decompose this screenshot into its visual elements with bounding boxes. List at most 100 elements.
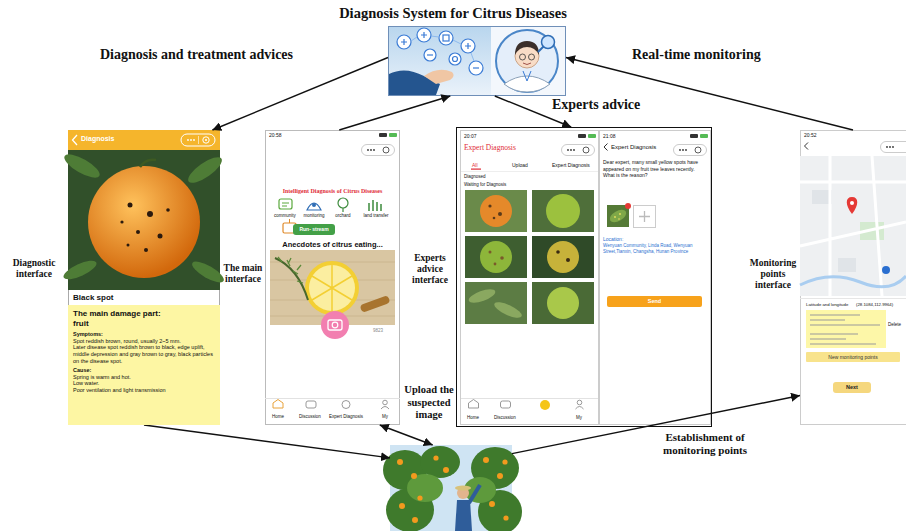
text-slot: Monitoring points interface (748, 258, 798, 291)
main-screenshot (321, 311, 349, 339)
system-illustration (389, 27, 491, 95)
connector-arrow (566, 58, 853, 131)
text-slot: 20:07 (464, 133, 477, 139)
expert-screenshot (488, 204, 491, 207)
diagnosis-screenshot (205, 139, 207, 141)
text-slot: community (270, 213, 300, 218)
main-screenshot (266, 131, 400, 425)
screen-text: Cause: (73, 367, 215, 374)
orchard-photo (383, 445, 522, 531)
text-slot: Black spot (73, 293, 113, 303)
text-slot: Discussion (295, 414, 325, 419)
question-screenshot (639, 211, 650, 222)
section-label: Diagnosed (464, 174, 486, 179)
text-slot: Next (833, 382, 871, 393)
expert-screenshot (465, 236, 527, 278)
status-time: 20:52 (804, 132, 817, 138)
label-slot: Diagnosis and treatment advices (100, 47, 293, 64)
orchard-photo (397, 455, 509, 523)
text-slot: Spot reddish brown, round, usually 2~5 m… (73, 338, 215, 345)
system-illustration (424, 49, 436, 61)
phone-screen: Diagnostic interfaceBlack spotDiagnosisT… (68, 130, 220, 425)
text-slot: Upload (512, 162, 528, 168)
expert-screenshot (480, 195, 512, 227)
title-bar: Diagnosis (68, 130, 220, 150)
orchard-photo (497, 473, 503, 479)
diagnosis-screenshot (158, 234, 163, 239)
screen-title: Diagnosis (81, 135, 114, 143)
orchard-photo (383, 446, 522, 531)
system-illustration (397, 35, 411, 49)
text-slot: Send (607, 296, 702, 307)
text-slot: Latitude and longitude (806, 302, 848, 307)
main-screenshot (332, 322, 338, 328)
screen-text: Run- stream (299, 227, 328, 232)
main-screenshot (370, 149, 372, 151)
text-slot: Discussion (490, 415, 520, 420)
system-illustration (427, 54, 433, 55)
expert-screenshot (467, 287, 497, 306)
diagnosis-screenshot (185, 153, 226, 187)
diagnosis-screenshot (198, 136, 199, 144)
question-screenshot (685, 149, 687, 151)
expert-screenshot (489, 251, 492, 254)
badge: Run- stream (293, 224, 335, 235)
diagnosis-screenshot (120, 220, 123, 223)
text-slot: Expert Diagnosis (552, 162, 590, 168)
main-screenshot (369, 200, 381, 211)
system-illustration (515, 41, 539, 55)
orchard-photo (433, 455, 438, 460)
tab-label: Discussion (295, 414, 325, 419)
expert-screenshot (461, 131, 599, 425)
interface-label: Diagnostic interface (4, 258, 64, 280)
expert-screenshot (576, 407, 584, 410)
main-screenshot (373, 149, 375, 151)
question-screenshot (600, 131, 711, 425)
screenshot-frame: Experts advice interface20:07Expert Diag… (456, 127, 712, 427)
tab-label: My (567, 415, 591, 420)
question-screenshot (625, 203, 631, 209)
orchard-photo (464, 477, 496, 503)
main-screenshot (362, 145, 395, 156)
address-text: Wenyuan Community, Linda Road, Wenyuan S… (603, 243, 706, 255)
text-slot: New monitoring points (806, 352, 900, 362)
info-panel: The main damage part:fruitSymptoms:Spot … (68, 305, 220, 425)
main-screenshot (367, 149, 369, 151)
diagnosis-screenshot (61, 150, 103, 182)
main-screenshot (309, 265, 355, 311)
expert-screenshot (494, 263, 497, 266)
view-count: 9823 (373, 328, 383, 333)
tab-label: Expert Diagnosis (552, 162, 590, 168)
field-label: Latitude and longitude (806, 302, 848, 307)
text-slot: Anecdotes of citrus eating... (265, 240, 400, 249)
expert-screenshot (493, 217, 496, 220)
orchard-photo (503, 515, 508, 520)
main-screenshot (270, 262, 395, 316)
diagnosis-screenshot (144, 248, 148, 252)
monitoring-screenshot (800, 156, 906, 296)
monitoring-screenshot (886, 146, 894, 148)
expert-screenshot (465, 282, 527, 324)
orchard-photo (397, 459, 403, 465)
orchard-photo (407, 474, 496, 503)
monitoring-screenshot (800, 298, 906, 299)
expert-screenshot (480, 241, 512, 273)
diagnosis-screenshot (128, 203, 133, 208)
send-button: Send (607, 296, 702, 307)
expert-screenshot (488, 204, 502, 219)
phone-screen: 21:08Expert DiagnosisDear expert, many s… (599, 131, 710, 425)
section-label: Waiting for Diagnosis (464, 182, 506, 187)
main-screenshot (381, 407, 389, 410)
question-screenshot (614, 213, 621, 220)
system-illustration (443, 35, 449, 41)
expert-screenshot (556, 250, 570, 262)
main-screenshot (289, 219, 290, 223)
edge-label: Real-time monitoring (632, 47, 761, 64)
question-screenshot (679, 149, 687, 151)
text-slot: Dear expert, many small yellow spots hav… (603, 159, 706, 179)
main-screenshot (275, 258, 308, 300)
expert-screenshot (546, 194, 580, 228)
question-screenshot (634, 206, 656, 228)
expert-screenshot (566, 258, 570, 262)
connector-arrow (144, 425, 390, 458)
